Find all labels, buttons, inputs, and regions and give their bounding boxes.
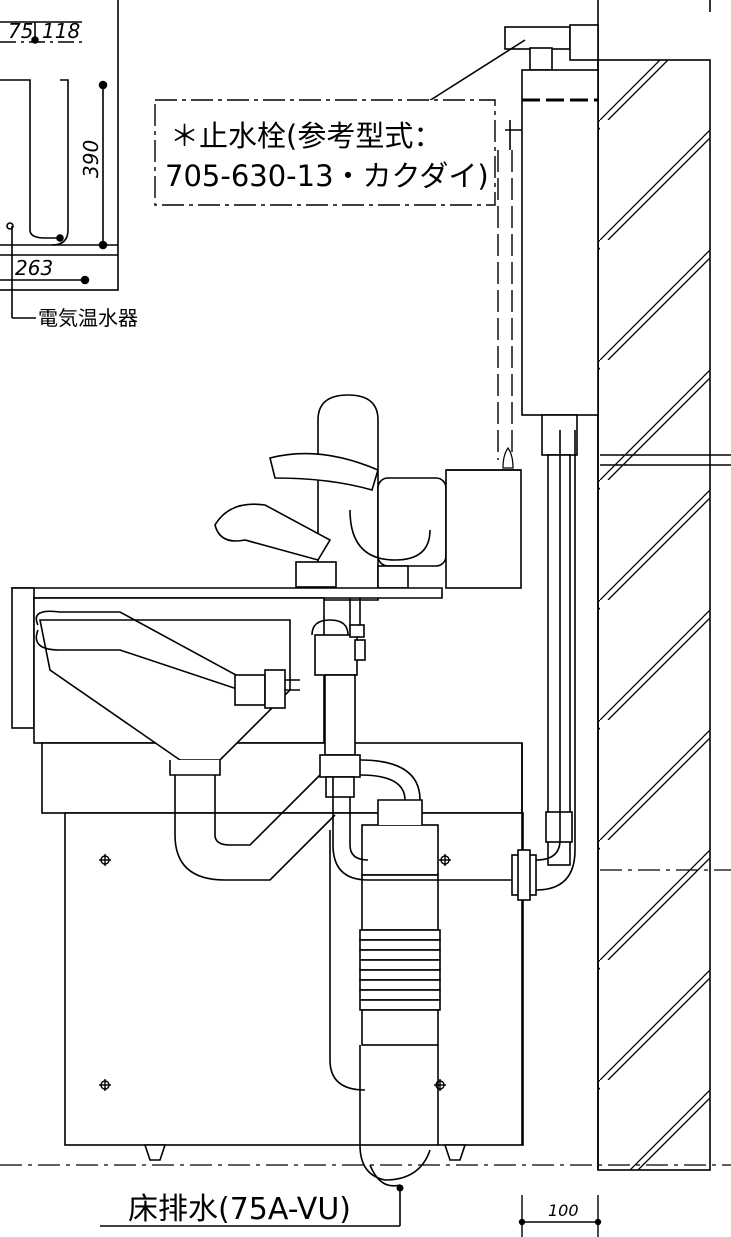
wall bbox=[597, 0, 731, 1171]
dim-263: 263 bbox=[15, 256, 53, 280]
note-frame bbox=[154, 99, 496, 206]
faucet bbox=[214, 394, 522, 601]
dim-390: 390 bbox=[79, 140, 103, 178]
note-leader bbox=[417, 39, 526, 109]
mounting-marks bbox=[99, 854, 451, 1091]
stop-valve-note-line2: 705-630-13・カクダイ) bbox=[165, 159, 489, 193]
stop-valve-note-line1: ＊止水栓(参考型式： bbox=[170, 119, 442, 153]
supply-hose-dashed bbox=[497, 150, 513, 460]
dim-100-lines bbox=[518, 1195, 602, 1237]
dim-75: 75 bbox=[8, 19, 33, 43]
water-heater-label: 電気温水器 bbox=[38, 306, 138, 330]
floor-drain-label: 床排水(75A-VU) bbox=[128, 1192, 351, 1227]
dim-100: 100 bbox=[548, 1201, 579, 1220]
stop-valve bbox=[504, 24, 599, 866]
sink-unit bbox=[10, 430, 576, 1187]
dim-118: 118 bbox=[42, 19, 80, 43]
water-heater-inset bbox=[0, 0, 119, 319]
